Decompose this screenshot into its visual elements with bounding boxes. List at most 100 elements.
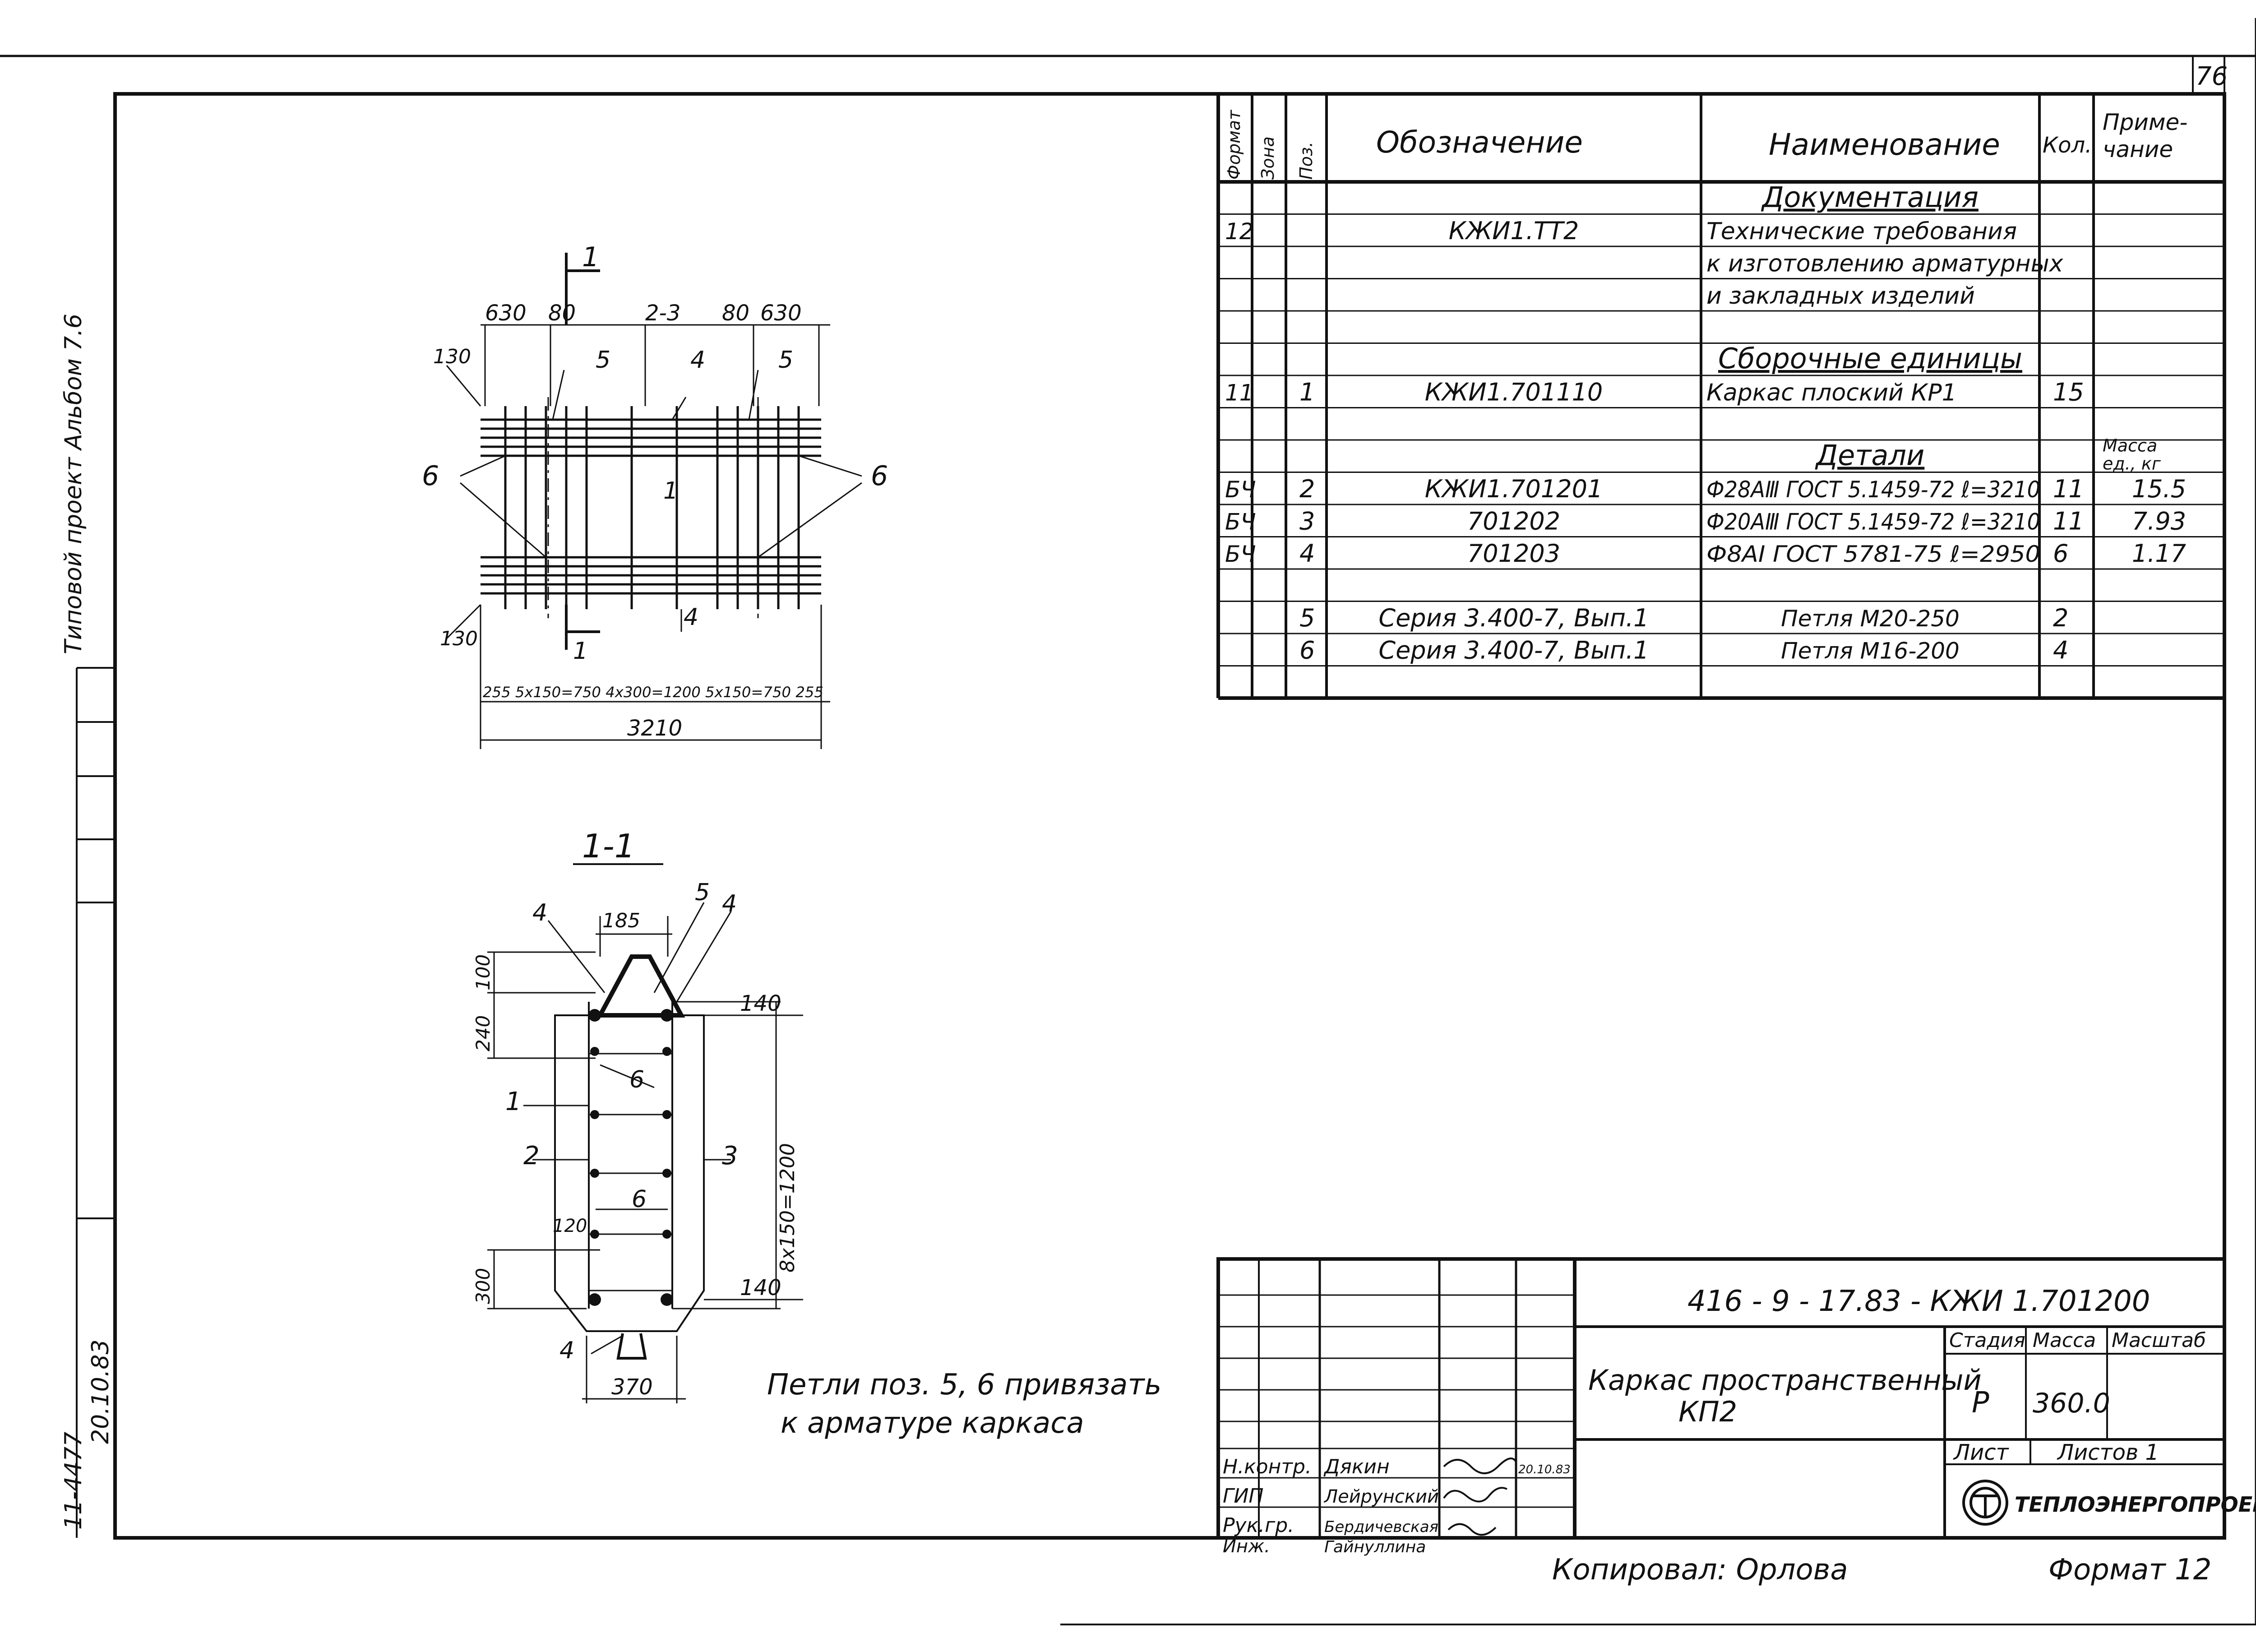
row-qty: 15 <box>2053 378 2084 407</box>
sheet-label: Лист <box>1953 1440 2010 1465</box>
sheet-number: 76 <box>2196 62 2228 91</box>
staff-name-2: Бердичевская <box>1324 1518 1438 1536</box>
sheets-label: Листов 1 <box>2057 1440 2159 1465</box>
row-note: 1.17 <box>2132 539 2186 568</box>
row-designation: КЖИ1.701201 <box>1425 475 1603 503</box>
signature-2 <box>1447 1523 1497 1536</box>
dim-100: 100 <box>472 954 494 990</box>
title-block <box>1216 1257 2226 1540</box>
row-format: БЧ <box>1225 541 1256 567</box>
row-name: Ф28АⅢ ГОСТ 5.1459-72 ℓ=3210 <box>1706 477 2040 503</box>
callout-pos4-top: 4 <box>690 347 705 374</box>
drawing-code: 416 - 9 - 17.83 - КЖИ 1.701200 <box>1687 1285 2150 1318</box>
row-pos: 4 <box>1299 539 1315 568</box>
section-dots <box>588 1009 673 1306</box>
signature-1 <box>1443 1487 1507 1503</box>
header-zone: Зона <box>1258 136 1278 180</box>
header-name: Наименование <box>1769 127 2000 162</box>
row-pos: 2 <box>1299 475 1315 503</box>
dim-2-3: 2-3 <box>645 301 680 326</box>
row-note: 15.5 <box>2132 475 2186 503</box>
dim-630-left: 630 <box>485 301 527 326</box>
section-view <box>487 863 803 1403</box>
margin-stamp-number: 11-4477 <box>60 1432 87 1530</box>
row-name: Петля М16-200 <box>1781 638 1960 664</box>
callout-pos5-right: 5 <box>778 347 793 374</box>
callout-pos6-left: 6 <box>422 460 439 492</box>
callout-s-pos6-top: 6 <box>629 1066 644 1093</box>
stage-value: Р <box>1972 1386 1989 1420</box>
dim-140-top: 140 <box>740 991 781 1016</box>
row-name: Детали <box>1815 439 1925 472</box>
note-line-1: Петли поз. 5, 6 привязать <box>767 1368 1161 1402</box>
staff-name-0: Дякин <box>1323 1455 1390 1478</box>
scale-label: Масштаб <box>2112 1329 2206 1352</box>
row-qty: 4 <box>2053 636 2068 665</box>
callout-s-pos4-right: 4 <box>722 890 737 917</box>
row-qty: 11 <box>2053 507 2084 536</box>
dim-120: 120 <box>553 1216 587 1236</box>
row-note: 7.93 <box>2132 507 2186 536</box>
dim-130-bottom: 130 <box>440 627 478 650</box>
margin-stamp-date: 20.10.83 <box>87 1339 114 1444</box>
staff-role-0: Н.контр. <box>1223 1455 1312 1478</box>
title-line-2: КП2 <box>1678 1395 1737 1428</box>
header-qty: Кол. <box>2043 133 2092 158</box>
staff-role-3: Инж. <box>1223 1536 1270 1557</box>
callout-s-pos1: 1 <box>505 1087 522 1116</box>
mass-label: Масса <box>2033 1329 2096 1352</box>
plan-view <box>446 253 862 749</box>
callout-s-pos4-bottom: 4 <box>559 1337 574 1364</box>
dim-overall: 3210 <box>627 716 682 741</box>
staff-date-0: 20.10.83 <box>1518 1463 1571 1476</box>
row-qty: 11 <box>2053 475 2084 503</box>
dim-300: 300 <box>472 1268 494 1304</box>
row-name: Ф20АⅢ ГОСТ 5.1459-72 ℓ=3210 <box>1706 509 2040 535</box>
dim-80-left: 80 <box>548 301 576 326</box>
callout-s-pos2: 2 <box>523 1141 540 1171</box>
callout-pos4-bottom: 4 <box>684 604 698 631</box>
title-block-text: 416 - 9 - 17.83 - КЖИ 1.701200 Каркас пр… <box>1223 1285 2256 1537</box>
row-designation: Серия 3.400-7, Вып.1 <box>1378 636 1649 665</box>
format-label: Формат 12 <box>2048 1553 2211 1587</box>
section-mark-bottom: 1 <box>573 638 588 665</box>
staff-role-1: ГИП <box>1223 1485 1264 1508</box>
section-mark-top: 1 <box>582 241 599 273</box>
callout-s-pos5: 5 <box>695 879 710 906</box>
dim-370: 370 <box>611 1374 653 1400</box>
dim-240: 240 <box>472 1015 494 1051</box>
row-format: БЧ <box>1225 509 1256 535</box>
row-name: Технические требования <box>1706 218 2017 245</box>
dim-630-right: 630 <box>760 301 802 326</box>
org-name: ТЕПЛОЭНЕРГОПРОЕКТ <box>2015 1492 2256 1517</box>
dim-140-bottom: 140 <box>740 1275 781 1300</box>
row-designation: КЖИ1.ТТ2 <box>1449 217 1579 245</box>
row-pos: 5 <box>1299 604 1315 632</box>
margin-project-text: Типовой проект Альбом 7.6 <box>60 314 87 654</box>
row-qty: 6 <box>2053 539 2068 568</box>
section-title: 1-1 <box>582 827 635 865</box>
section-labels: 1-1 185 100 240 140 140 8x150=1200 120 3… <box>472 827 799 1400</box>
note-line-2: к арматуре каркаса <box>781 1407 1084 1440</box>
dim-8x150: 8x150=1200 <box>776 1143 799 1273</box>
stage-label: Стадия <box>1949 1329 2025 1352</box>
row-name: Ф8АⅠ ГОСТ 5781-75 ℓ=2950 <box>1706 541 2040 567</box>
plan-view-labels: 1 1 630 80 2-3 80 630 130 130 255 5x150=… <box>422 241 888 741</box>
dim-185: 185 <box>602 909 640 932</box>
staff-name-1: Лейрунский <box>1323 1486 1439 1507</box>
callout-pos5-left: 5 <box>596 347 610 374</box>
callout-pos1: 1 <box>663 477 678 504</box>
row-pos: 6 <box>1299 636 1315 665</box>
mass-value: 360.0 <box>2033 1388 2110 1419</box>
sheet-frame <box>0 18 2256 1625</box>
callout-s-pos3: 3 <box>722 1141 738 1171</box>
row-name: Документация <box>1761 181 1979 214</box>
row-designation: 701202 <box>1467 507 1560 536</box>
callout-s-pos4-left: 4 <box>532 899 547 926</box>
row-name: Каркас плоский КР1 <box>1706 379 1957 407</box>
row-name: Петля М20-250 <box>1781 606 1960 632</box>
header-pos: Поз. <box>1296 142 1316 180</box>
